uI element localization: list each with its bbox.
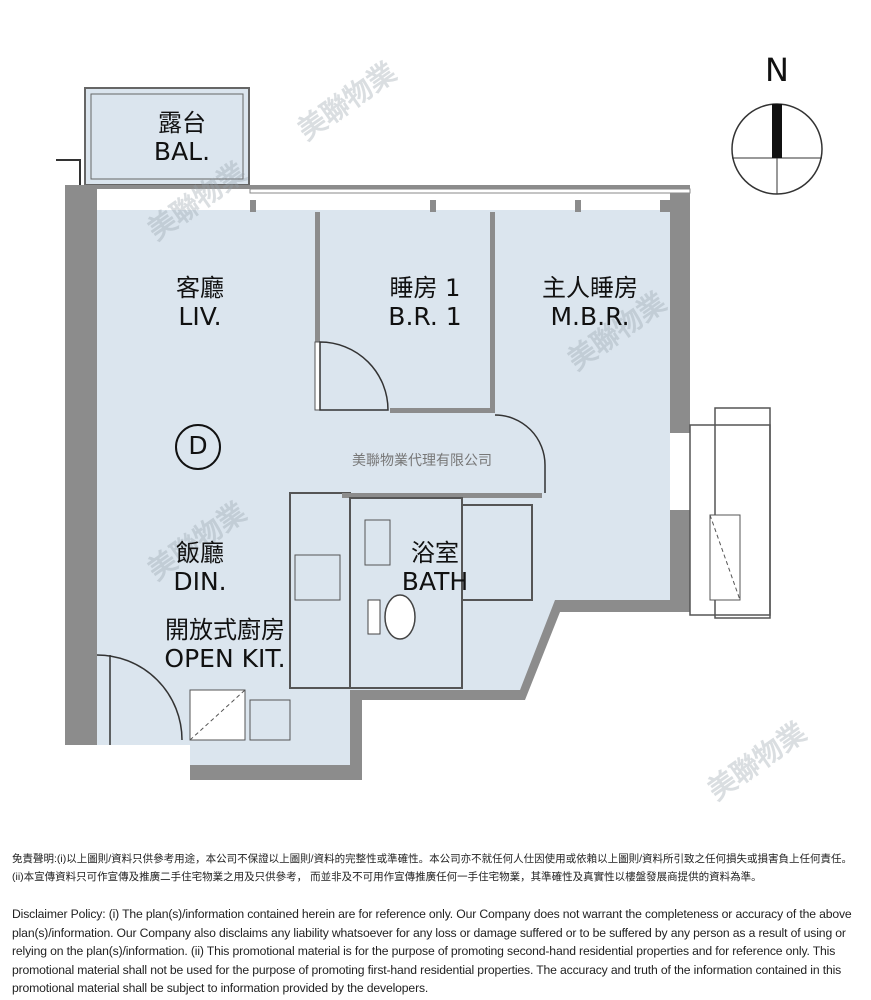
left-wall xyxy=(65,185,97,745)
room-label-bedroom1: 睡房 1 B.R. 1 xyxy=(355,274,495,331)
right-wall xyxy=(670,193,690,433)
room-label-zh: 開放式廚房 xyxy=(165,616,285,644)
floor-plan-drawing xyxy=(56,87,823,780)
wall-liv-br1 xyxy=(315,212,320,342)
bottom-wall xyxy=(190,600,640,780)
room-label-master-bedroom: 主人睡房 M.B.R. xyxy=(510,274,670,331)
room-label-zh: 飯廳 xyxy=(176,539,224,567)
room-label-zh: 主人睡房 xyxy=(542,274,638,302)
room-label-living: 客廳 LIV. xyxy=(130,274,270,331)
room-label-en: LIV. xyxy=(178,301,222,331)
door-entry xyxy=(96,654,183,741)
toilet-icon xyxy=(384,594,416,640)
balcony-area xyxy=(84,87,250,186)
room-label-en: BATH xyxy=(401,566,469,596)
door-mbr xyxy=(494,414,546,493)
room-label-en: DIN. xyxy=(173,566,227,596)
unit-marker-circle xyxy=(175,424,221,470)
room-label-en: BAL. xyxy=(153,136,211,166)
wall-br1-mbr xyxy=(490,212,495,412)
room-label-zh: 客廳 xyxy=(176,274,224,302)
door-br1 xyxy=(319,341,389,411)
room-label-zh: 睡房 1 xyxy=(389,274,461,302)
disclaimer-english: Disclaimer Policy: (i) The plan(s)/infor… xyxy=(12,907,852,995)
room-label-en: M.B.R. xyxy=(550,301,630,331)
compass-north-label: N xyxy=(765,51,789,89)
room-label-bath: 浴室 BATH xyxy=(395,539,475,596)
company-text: 美聯物業代理有限公司 xyxy=(352,452,492,468)
top-wall-line xyxy=(97,185,690,189)
room-label-kitchen: 開放式廚房 OPEN KIT. xyxy=(140,616,310,673)
room-label-balcony: 露台 BAL. xyxy=(112,109,252,166)
compass-icon xyxy=(731,103,823,195)
interior-floor xyxy=(97,210,670,765)
room-label-zh: 露台 xyxy=(158,109,206,137)
room-label-zh: 浴室 xyxy=(411,539,459,567)
room-label-en: OPEN KIT. xyxy=(164,643,286,673)
room-label-en: B.R. 1 xyxy=(388,301,462,331)
room-label-dining: 飯廳 DIN. xyxy=(130,539,270,596)
disclaimer-chinese: 免責聲明:(i)以上圖則/資料只供參考用途，本公司不保證以上圖則/資料的完整性或… xyxy=(12,853,852,883)
unit-label: D xyxy=(188,431,208,460)
